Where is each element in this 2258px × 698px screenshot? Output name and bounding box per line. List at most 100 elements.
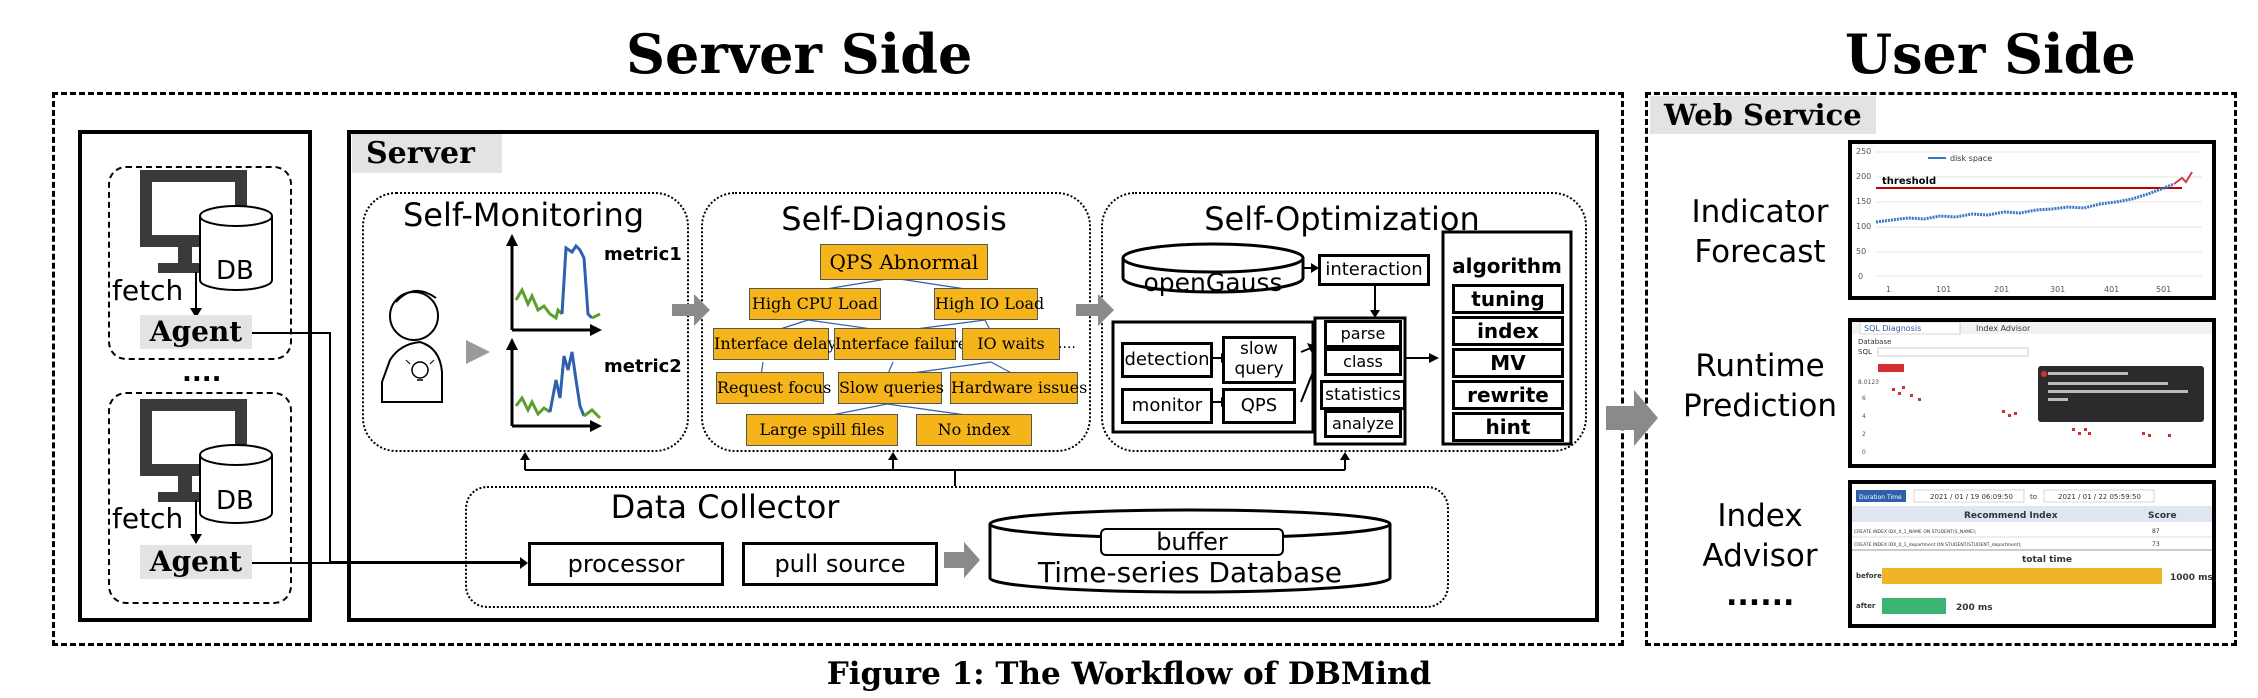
agent-column bbox=[78, 130, 312, 622]
runtime-mini-chart: SQL Diagnosis Index Advisor Database SQL… bbox=[1852, 322, 2212, 456]
node-hardware-issues: Hardware issues bbox=[950, 372, 1087, 404]
rewrite-box: rewrite bbox=[1452, 380, 1564, 410]
indicator-forecast-label: Indicator Forecast bbox=[1660, 192, 1860, 272]
forecast-legend: disk space bbox=[1950, 154, 1992, 163]
agent-icons bbox=[140, 170, 273, 544]
advisor-thumbnail: Duration Time 2021 / 01 / 19 06:09:50 to… bbox=[1848, 480, 2216, 628]
forecast-ytick: 0 bbox=[1858, 272, 1863, 281]
monitor-db-icon-2 bbox=[140, 399, 273, 544]
advisor-total-time: total time bbox=[2022, 555, 2072, 565]
forecast-xtick: 101 bbox=[1936, 285, 1951, 294]
forecast-xtick: 1 bbox=[1886, 285, 1891, 294]
node-no-index: No index bbox=[916, 414, 1032, 446]
forecast-ytick: 250 bbox=[1856, 147, 1871, 156]
node-large-spill-files: Large spill files bbox=[746, 414, 898, 446]
indicator-line: Indicator bbox=[1691, 194, 1829, 230]
index-advisor-label: Index Advisor bbox=[1660, 496, 1860, 576]
user-side-region bbox=[1645, 92, 2237, 646]
forecast-xtick: 201 bbox=[1994, 285, 2009, 294]
analyze-box: analyze bbox=[1324, 410, 1402, 438]
runtime-ytick: 4 bbox=[1862, 413, 1866, 420]
fetch-label-1: fetch bbox=[112, 274, 184, 307]
forecast-thumbnail: 250 200 150 100 50 0 1 101 201 301 401 5… bbox=[1848, 140, 2216, 300]
runtime-line: Runtime bbox=[1695, 348, 1825, 384]
server-to-user-arrow bbox=[1606, 390, 1658, 446]
tsdb-label: Time-series Database bbox=[1037, 556, 1343, 589]
index-line: Index bbox=[1717, 498, 1803, 534]
runtime-sql-label: SQL bbox=[1858, 348, 1872, 356]
slow-query-box: slow query bbox=[1222, 336, 1296, 384]
advisor-duration-label: Duration Time bbox=[1859, 494, 1902, 501]
self-monitoring-module bbox=[362, 192, 689, 452]
statistics-box: statistics bbox=[1320, 380, 1406, 410]
runtime-ytick: 8.0123 bbox=[1858, 379, 1879, 386]
db-label-1: DB bbox=[216, 256, 254, 286]
forecast-xtick: 501 bbox=[2156, 285, 2171, 294]
hint-box: hint bbox=[1452, 412, 1564, 442]
pull-source-box: pull source bbox=[742, 542, 938, 586]
opengauss-label: openGauss bbox=[1143, 268, 1283, 297]
figure-caption: Figure 1: The Workflow of DBMind bbox=[826, 656, 1432, 692]
metric2-chart bbox=[506, 338, 602, 432]
node-high-io-load: High IO Load bbox=[934, 288, 1044, 320]
processor-box: processor bbox=[528, 542, 724, 586]
forecast-ytick: 100 bbox=[1856, 222, 1871, 231]
algorithm-label: algorithm bbox=[1452, 254, 1562, 278]
data-collector-title: Data Collector bbox=[610, 488, 840, 526]
advisor-to: to bbox=[2030, 493, 2037, 501]
node-interface-delay: Interface delay bbox=[713, 328, 837, 360]
runtime-thumbnail: SQL Diagnosis Index Advisor Database SQL… bbox=[1848, 318, 2216, 468]
runtime-db-label: Database bbox=[1858, 338, 1891, 346]
forecast-line: Forecast bbox=[1694, 234, 1826, 270]
metric1-label: metric1 bbox=[604, 244, 682, 265]
parse-box: parse bbox=[1324, 320, 1402, 348]
forecast-ytick: 50 bbox=[1856, 247, 1866, 256]
collector-graphics bbox=[944, 508, 1392, 594]
monitoring-graphics bbox=[381, 234, 602, 432]
self-optimization-title: Self-Optimization bbox=[1204, 200, 1480, 238]
forecast-xtick: 401 bbox=[2104, 285, 2119, 294]
server-box bbox=[347, 130, 1599, 622]
advisor-before-label: before bbox=[1856, 572, 1882, 580]
gray-arrow-right-icon bbox=[466, 340, 490, 364]
runtime-tab-index: Index Advisor bbox=[1976, 324, 2031, 333]
metric2-label: metric2 bbox=[604, 356, 682, 377]
agent-ellipsis: .... bbox=[182, 358, 222, 388]
server-side-title: Server Side bbox=[626, 22, 973, 86]
tuning-box: tuning bbox=[1452, 284, 1564, 314]
advisor-row2-index: CREATE INDEX IDX_0_1_department ON STUDE… bbox=[1854, 542, 2022, 548]
advisor-before-value: 1000 ms bbox=[2170, 573, 2212, 583]
monitor-box: monitor bbox=[1121, 388, 1213, 424]
forecast-ytick: 150 bbox=[1856, 197, 1871, 206]
advisor-after-label: after bbox=[1856, 602, 1876, 610]
web-service-tag: Web Service bbox=[1650, 96, 1876, 134]
agent-node-1: Agent bbox=[140, 315, 252, 349]
mv-box: MV bbox=[1452, 348, 1564, 378]
runtime-ytick: 0 bbox=[1862, 449, 1866, 456]
advisor-row2-score: 73 bbox=[2152, 541, 2160, 548]
buffer-box: buffer bbox=[1100, 528, 1284, 556]
advisor-col-score: Score bbox=[2148, 511, 2177, 521]
qps-box: QPS bbox=[1222, 388, 1296, 424]
forecast-ytick: 200 bbox=[1856, 172, 1871, 181]
self-diagnosis-title: Self-Diagnosis bbox=[781, 200, 1007, 238]
optimization-graphics bbox=[1111, 230, 1573, 446]
more-items-ellipsis: ...... bbox=[1726, 578, 1795, 613]
forecast-mini-chart: 250 200 150 100 50 0 1 101 201 301 401 5… bbox=[1856, 147, 2202, 294]
node-request-focus: Request focus bbox=[716, 372, 831, 404]
index-box: index bbox=[1452, 316, 1564, 346]
self-monitoring-title: Self-Monitoring bbox=[402, 196, 645, 234]
module-flow-arrows bbox=[672, 294, 1114, 326]
data-collector-module bbox=[465, 486, 1449, 608]
advisor-row1-index: CREATE INDEX IDX_0_1_NAME ON STUDENT(S_N… bbox=[1854, 529, 1976, 535]
server-tag: Server bbox=[352, 134, 502, 173]
thinking-person-icon bbox=[381, 290, 443, 403]
class-box: class bbox=[1324, 348, 1402, 376]
advisor-after-value: 200 ms bbox=[1956, 603, 1993, 613]
forecast-xtick: 301 bbox=[2050, 285, 2065, 294]
self-diagnosis-module bbox=[701, 192, 1091, 452]
db-label-2: DB bbox=[216, 486, 254, 516]
monitor-db-icon-1 bbox=[140, 170, 273, 318]
node-qps-abnormal: QPS Abnormal bbox=[820, 244, 988, 280]
node-high-cpu-load: High CPU Load bbox=[749, 288, 881, 320]
